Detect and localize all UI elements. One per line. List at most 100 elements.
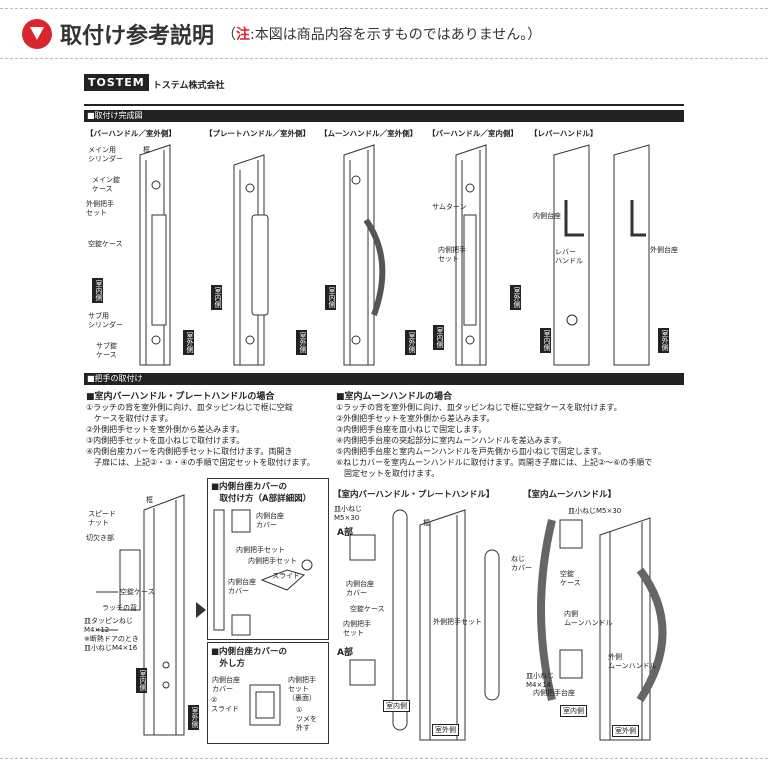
brand: TOSTEM トステム株式会社 [84,74,224,91]
bottom-dashed-rule [0,758,768,759]
tag-outdoor: 室外側 [188,705,199,730]
tag-outdoor: 室外側 [405,330,416,355]
fig-moon-screw-2: 皿小ねじ M4×14 [526,672,554,689]
detail-cover-3: 内側台座 カバー [212,676,240,693]
callout-outer-set: 外側把手 セット [86,200,114,217]
fig-screw: 皿タッピンねじ M4×12 ※断熱ドアのとき 皿小ねじM4×16 [84,617,139,652]
tag-outdoor: 室外側 [432,724,459,736]
fig-bar-cover: 内側台座 カバー [346,580,374,597]
outer-moon-handle [636,567,667,703]
bar-step-3: ③内側把手セットを皿小ねじで取付けます。 [86,436,245,445]
section-install: ■把手の取付け [84,373,684,385]
fig-bar-empty-case: 空錠ケース [350,605,385,613]
bar-step-4: ④内側台座カバーを内側把手セットに取付けます。両開き 子扉には、上記②・③・④の… [86,447,315,467]
fig-moon-inner-base: 内側把手台座 [533,689,575,697]
panel-title: 【プレートハンドル／室外側】 [205,129,310,138]
moon-step-3: ③内側把手台座を皿小ねじで固定します。 [336,425,487,434]
fig-moon-screw: 皿小ねじM5×30 [568,507,622,515]
detail-claw: ① ツメを 外す [296,706,317,732]
callout-sub-case: サブ錠 ケース [96,342,117,359]
fig-bar-a: A部 [337,528,353,538]
tag-indoor: 室内側 [383,700,410,712]
callout-empty-case: 空錠ケース [88,240,123,248]
plate-handle [251,214,269,316]
fig-speed-nut: スピード ナット [88,510,116,527]
inner-moon-handle [537,519,556,701]
detail-box-attach [207,478,329,640]
moon-section-heading: ■室内ムーンハンドルの場合 [336,392,453,402]
moon-step-2: ②外側把手セットを室外側から差込みます。 [336,414,495,423]
panel-title: 【レバーハンドル】 [530,129,598,138]
callout-inner-base: 内側台座 [533,212,561,220]
tag-outdoor: 室外側 [183,330,194,355]
bar-handle-1 [151,214,167,326]
moon-step-6: ⑥ねじカバーを室内ムーンハンドルに取付けます。両開き子扉には、上記②～⑥の手順で… [336,458,653,478]
fig-moon-title: 【室内ムーンハンドル】 [523,490,617,500]
callout-frame: 框 [143,146,150,154]
detail-set-back: 内側把手 セット （裏面） [288,676,316,702]
tag-outdoor: 室外側 [296,330,307,355]
tag-indoor: 室内側 [92,278,103,303]
tag-indoor: 室内側 [433,325,444,350]
fig-empty-case: 空錠ケース [120,588,155,596]
fig-latch-back: ラッチの背 [102,604,137,612]
empty-case [119,549,141,611]
detail-attach-drawing [213,509,313,636]
fig-bar-screw: 皿小ねじ M5×30 [334,505,362,522]
panel-title: 【バーハンドル／室外側】 [86,129,176,138]
fig-moon-outer: 外側 ムーンハンドル [608,653,657,670]
detail-inner-set: 内側把手セット [236,546,285,554]
tag-indoor: 室内側 [560,705,587,717]
brand-logo: TOSTEM [84,74,149,91]
cylinder-2 [151,335,161,345]
callout-main-case: メイン錠 ケース [92,176,120,193]
callout-thumbturn: サムターン [432,203,467,211]
detail-cover: 内側台座 カバー [256,512,284,529]
callout-sub-cylinder: サブ用 シリンダー [88,312,123,329]
note-label: 注 [236,27,251,43]
cylinder-1 [151,180,161,190]
bar-handle-4 [463,214,477,326]
panel-title: 【バーハンドル／室内側】 [428,129,518,138]
fig-frame: 框 [146,496,153,504]
lever-handle-2 [630,200,646,237]
bar-handle [392,509,408,731]
section-complete: ■取付け完成図 [84,110,684,122]
moon-install-drawing [537,517,667,741]
moon-step-1: ①ラッチの背を室外側に向け、皿タッピンねじで框に空錠ケースを取付けます。 [336,403,622,412]
fig-moon-inner: 内側 ムーンハンドル [564,610,613,627]
detail-slide-2: ② スライド [211,696,239,713]
tag-outdoor: 室外側 [658,328,669,353]
divider [84,104,684,106]
callout-lever: レバー ハンドル [555,248,583,265]
moon-step-4: ④内側把手台座の突起部分に室内ムーンハンドルを差込みます。 [336,436,566,445]
fig-cutout: 切欠き部 [86,534,114,542]
fig-bar-outer-set: 外側把手セット [433,618,482,626]
bar-step-2: ②外側把手セットを室外側から差込みます。 [86,425,245,434]
detail-remove-drawing [249,684,281,726]
down-arrow-icon [22,19,52,49]
callout-inner-set: 内側把手 セット [438,246,466,263]
empty-case-figure [96,494,206,736]
tag-outdoor: 室外側 [510,285,521,310]
moon-handle [363,218,386,317]
callout-outer-base: 外側台座 [650,246,678,254]
fig-moon-screw-cover: ねじ カバー [511,555,532,572]
detail-title-attach: ■内側台座カバーの 取付け方（A部詳細図） [211,482,312,504]
bar-section-heading: ■室内バーハンドル・プレートハンドルの場合 [86,392,275,402]
tag-indoor: 室内側 [211,285,222,310]
tag-indoor: 室内側 [540,328,551,353]
header-dashed-rule [0,58,768,59]
arrow-icon [196,602,206,618]
header-note: （注:本図は商品内容を示すものではありません。） [222,27,542,43]
tag-indoor: 室内側 [325,285,336,310]
completion-drawings [139,144,650,366]
detail-box-remove [207,642,329,744]
fig-bar-a-2: A部 [337,648,353,658]
company-name: トステム株式会社 [152,81,225,91]
fig-bar-inner-set: 内側把手 セット [343,620,371,637]
fig-bar-title: 【室内バーハンドル・プレートハンドル】 [333,490,495,500]
tag-indoor: 室内側 [136,668,147,693]
top-dashed-rule [0,8,768,9]
bar-step-1: ①ラッチの背を室外側に向け、皿タッピンねじで框に空錠 ケースを取付けます。 [86,403,293,423]
